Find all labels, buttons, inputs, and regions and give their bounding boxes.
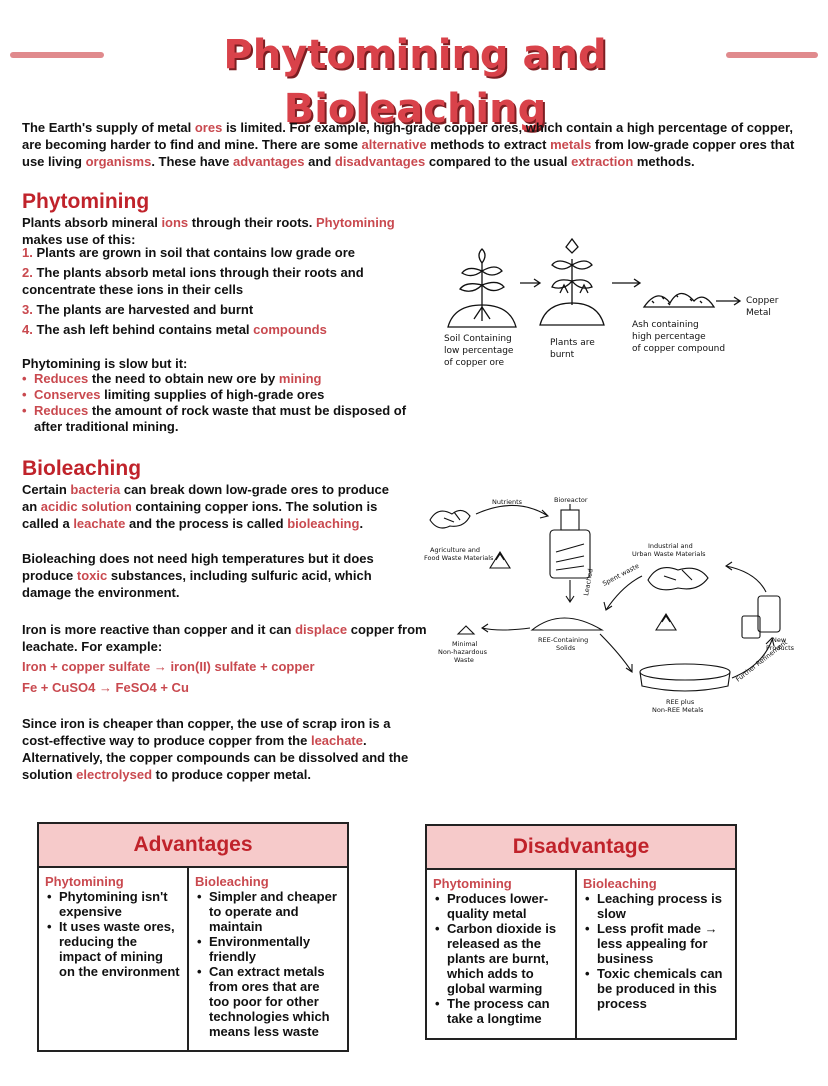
disadvantages-phyto-column: Phytomining Produces lower-quality metal… — [427, 870, 575, 1038]
phytomining-step: 3. The plants are harvested and burnt — [22, 302, 254, 317]
benefit-item: Conserves limiting supplies of high-grad… — [22, 387, 412, 403]
phytomining-intro: Plants absorb mineral ions through their… — [22, 215, 395, 247]
ree-solids-label: Solids — [556, 644, 576, 652]
advantages-heading: Advantages — [39, 824, 347, 868]
spent-label: Spent waste — [601, 562, 640, 588]
benefit-item: Reduces the amount of rock waste that mu… — [22, 403, 412, 435]
equation-symbols: Fe + CuSO4 → FeSO4 + Cu — [22, 680, 189, 695]
minimal-label: Non-hazardous — [438, 648, 488, 656]
ash-label: of copper compound — [632, 344, 725, 354]
ash-label: high percentage — [632, 332, 706, 342]
page-title: Phytomining and Bioleaching — [223, 32, 607, 132]
burnt-label: Plants are — [550, 338, 595, 348]
bioleaching-p1: Certain bacteria can break down low-grad… — [22, 482, 389, 531]
list-item: Environmentally friendly — [195, 934, 341, 964]
phytomining-step: 4. The ash left behind contains metal co… — [22, 322, 327, 337]
list-item: Less profit made → less appealing for bu… — [583, 921, 729, 966]
new-products-label: Products — [766, 644, 795, 652]
minimal-label: Minimal — [452, 640, 478, 648]
intro-paragraph: The Earth's supply of metal ores is limi… — [22, 120, 795, 169]
soil-label: of copper ore — [444, 358, 505, 368]
soil-label: Soil Containing — [444, 334, 512, 344]
list-item: Carbon dioxide is released as the plants… — [433, 921, 569, 996]
column-title: Phytomining — [45, 874, 124, 889]
bioreactor-label: Bioreactor — [554, 496, 588, 504]
equation-words: Iron + copper sulfate → iron(II) sulfate… — [22, 659, 315, 674]
minimal-label: Waste — [454, 656, 474, 664]
metal-label: Metal — [746, 308, 771, 318]
advantages-table: Advantages Phytomining Phytomining isn't… — [37, 822, 349, 1052]
list-item: Phytomining isn't expensive — [45, 889, 181, 919]
ash-label: Ash containing — [632, 320, 699, 330]
phytomining-heading: Phytomining — [22, 190, 150, 213]
metal-label: Copper — [746, 296, 779, 306]
title-rule-left — [10, 52, 104, 58]
title-rule-right — [726, 52, 818, 58]
bioleaching-p4: Since iron is cheaper than copper, the u… — [22, 716, 409, 782]
phytomining-step: 2. The plants absorb metal ions through … — [22, 265, 364, 297]
ree-solids-label: REE-Containing — [538, 636, 588, 644]
advantages-phyto-column: Phytomining Phytomining isn't expensive … — [39, 868, 187, 1050]
phytomining-step: 1. Plants are grown in soil that contain… — [22, 245, 356, 260]
list-item: It uses waste ores, reducing the impact … — [45, 919, 181, 979]
list-item: Simpler and cheaper to operate and maint… — [195, 889, 341, 934]
phytomining-slow-intro: Phytomining is slow but it: — [22, 356, 188, 371]
advantages-bio-column: Bioleaching Simpler and cheaper to opera… — [187, 868, 347, 1050]
agri-label: Food Waste Materials — [424, 554, 494, 562]
new-products-label: New — [772, 636, 787, 644]
benefit-item: Reduces the need to obtain new ore by mi… — [22, 371, 412, 387]
phytomining-benefits: Reduces the need to obtain new ore by mi… — [22, 371, 412, 435]
bioleaching-p2: Bioleaching does not need high temperatu… — [22, 551, 374, 600]
further-label: Further Refinement — [734, 638, 789, 683]
disadvantages-table: Disadvantage Phytomining Produces lower-… — [425, 824, 737, 1040]
industrial-label: Industrial and — [648, 542, 693, 550]
nutrients-label: Nutrients — [492, 498, 523, 506]
industrial-label: Urban Waste Materials — [632, 550, 706, 558]
column-title: Bioleaching — [195, 874, 269, 889]
agri-label: Agriculture and — [430, 546, 480, 554]
list-item: Produces lower-quality metal — [433, 891, 569, 921]
ree-plus-label: REE plus — [666, 698, 695, 706]
disadvantages-bio-column: Bioleaching Leaching process is slow Les… — [575, 870, 735, 1038]
column-title: Phytomining — [433, 876, 512, 891]
list-item: Can extract metals from ores that are to… — [195, 964, 341, 1039]
bioleaching-diagram: Nutrients Bioreactor Agriculture and Foo… — [424, 496, 795, 714]
bioleaching-heading: Bioleaching — [22, 457, 142, 480]
list-item: Toxic chemicals can be produced in this … — [583, 966, 729, 1011]
bioleaching-p3: Iron is more reactive than copper and it… — [22, 622, 427, 654]
list-item: The process can take a longtime — [433, 996, 569, 1026]
soil-label: low percentage — [444, 346, 514, 356]
list-item: Leaching process is slow — [583, 891, 729, 921]
phytomining-diagram: Soil Containing low percentage of copper… — [444, 237, 779, 368]
leached-label: Leached — [582, 568, 595, 596]
title-banner: Phytomining and Bioleaching — [0, 28, 828, 132]
phytomining-steps: 1. Plants are grown in soil that contain… — [22, 244, 382, 341]
column-title: Bioleaching — [583, 876, 657, 891]
burnt-label: burnt — [550, 350, 575, 360]
ree-plus-label: Non-REE Metals — [652, 706, 704, 714]
disadvantages-heading: Disadvantage — [427, 826, 735, 870]
